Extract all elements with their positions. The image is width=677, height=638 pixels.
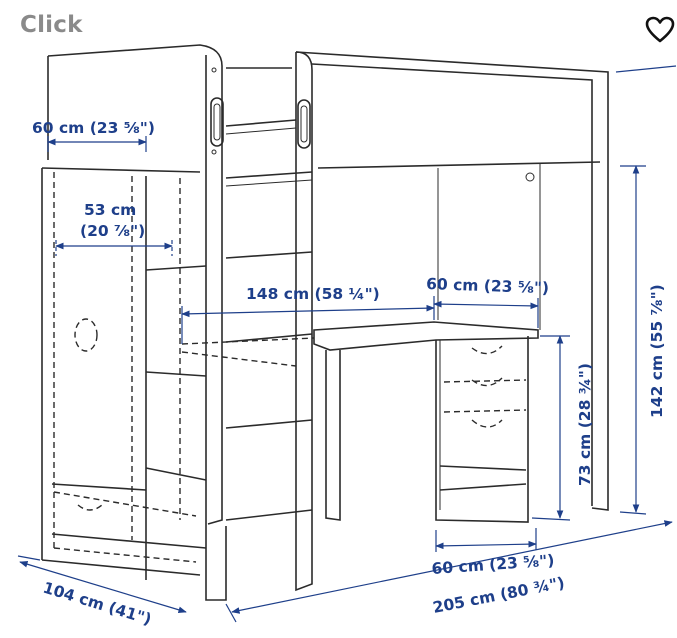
dim-overall-length: 205 cm (80 ¾") [431, 574, 566, 617]
heart-outline-icon[interactable] [644, 14, 676, 46]
dimension-lines [17, 65, 677, 623]
dim-desk-length: 148 cm (58 ¼") [246, 285, 380, 303]
dim-shelf-width: 60 cm (23 ⅝") [32, 119, 155, 137]
dim-wardrobe-width-in: (20 ⅞") [80, 222, 145, 240]
dim-drawer-unit-width: 60 cm (23 ⅝") [431, 551, 555, 578]
brand-logo[interactable]: Click [20, 12, 83, 38]
dim-overall-height: 142 cm (55 ⅞") [648, 284, 666, 418]
bed-line-art [41, 44, 609, 601]
dim-desk-height: 73 cm (28 ¾") [576, 363, 594, 486]
dim-wardrobe-width-cm: 53 cm [84, 201, 136, 219]
dim-overall-depth: 104 cm (41") [41, 579, 154, 629]
dim-desk-drawer-width: 60 cm (23 ⅝") [426, 275, 550, 297]
